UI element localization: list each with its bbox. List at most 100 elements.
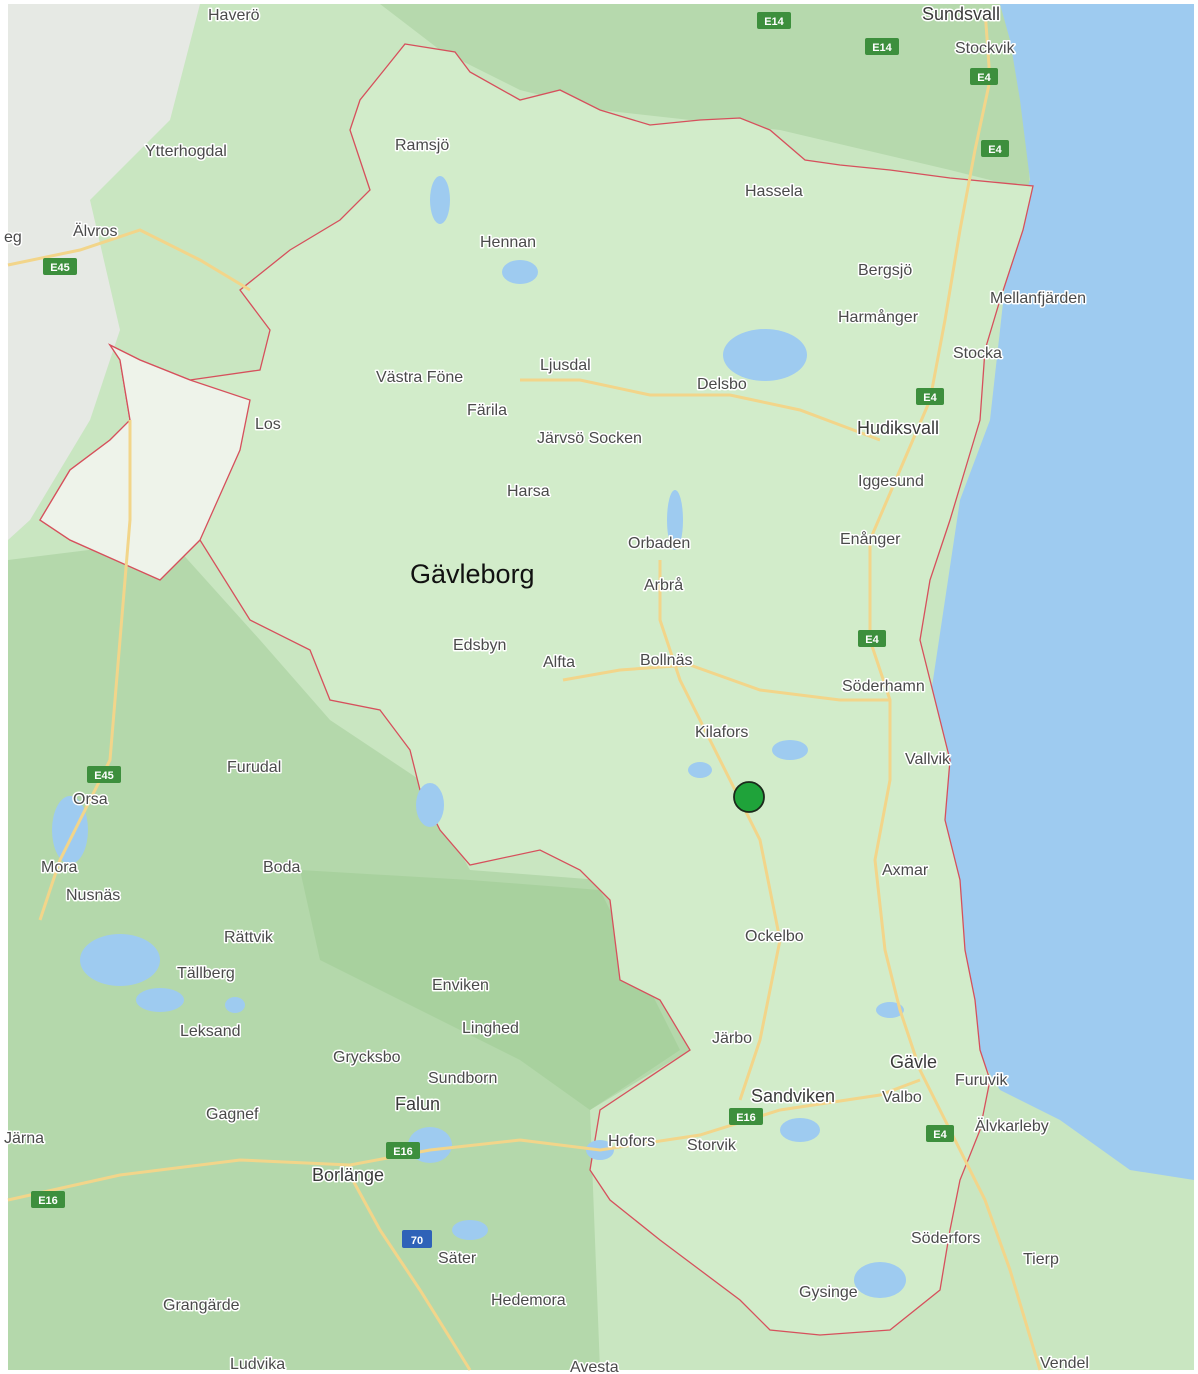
place-label-soderhamn[interactable]: Söderhamn	[841, 677, 927, 697]
place-label-alvros[interactable]: Älvros	[72, 221, 119, 242]
place-label-eg[interactable]: eg	[3, 228, 24, 248]
svg-text:E16: E16	[38, 1195, 58, 1207]
place-label-orsa[interactable]: Orsa	[72, 790, 110, 810]
shield-e16c: E16	[31, 1191, 65, 1208]
place-label-alfta[interactable]: Alfta	[542, 653, 577, 673]
svg-text:E4: E4	[865, 634, 879, 646]
place-label-avesta[interactable]: Avesta	[569, 1358, 621, 1374]
place-label-delsbo[interactable]: Delsbo	[696, 375, 749, 395]
place-label-ytterhogdal[interactable]: Ytterhogdal	[144, 142, 229, 162]
place-label-enanger[interactable]: Enånger	[839, 529, 903, 550]
place-label-edsbyn[interactable]: Edsbyn	[452, 636, 508, 656]
svg-text:E4: E4	[988, 144, 1002, 156]
place-label-los[interactable]: Los	[254, 415, 283, 435]
shield-e45b: E45	[87, 766, 121, 783]
forest-dala	[300, 870, 680, 1110]
place-label-bollnas[interactable]: Bollnäs	[639, 651, 694, 671]
place-label-hedemora[interactable]: Hedemora	[490, 1291, 568, 1311]
place-label-leksand[interactable]: Leksand	[179, 1022, 243, 1042]
svg-text:E4: E4	[977, 72, 991, 84]
place-label-furudal[interactable]: Furudal	[226, 758, 283, 778]
place-label-kilafors[interactable]: Kilafors	[694, 723, 750, 743]
place-label-rattvik[interactable]: Rättvik	[223, 928, 276, 948]
svg-text:70: 70	[411, 1235, 423, 1247]
place-label-jarbo[interactable]: Järbo	[711, 1029, 754, 1049]
place-label-arbra[interactable]: Arbrå	[643, 575, 685, 596]
place-label-gagnef[interactable]: Gagnef	[205, 1105, 261, 1125]
place-label-sundsvall[interactable]: Sundsvall	[921, 3, 1002, 26]
place-label-storvik[interactable]: Storvik	[686, 1136, 739, 1156]
svg-text:E45: E45	[94, 770, 114, 782]
sea	[930, 4, 1194, 1180]
shield-e4c: E4	[916, 388, 944, 405]
svg-text:E14: E14	[764, 16, 784, 28]
place-label-mellanfjarden[interactable]: Mellanfjärden	[989, 289, 1088, 309]
shield-e4d: E4	[858, 630, 886, 647]
place-label-gysinge[interactable]: Gysinge	[798, 1283, 860, 1303]
lakes	[52, 176, 906, 1298]
shield-e4e: E4	[926, 1125, 954, 1142]
road-shields: E14 E14 E4 E4 E45 E4 E4 E45 E16 E4 E16 E…	[31, 12, 1009, 1248]
place-label-tierp[interactable]: Tierp	[1022, 1250, 1061, 1270]
place-label-soderfors[interactable]: Söderfors	[910, 1229, 982, 1249]
place-label-tallberg[interactable]: Tällberg	[176, 964, 237, 984]
shield-e16a: E16	[729, 1108, 763, 1125]
place-label-ockelbo[interactable]: Ockelbo	[744, 927, 806, 947]
place-label-mora[interactable]: Mora	[40, 858, 80, 878]
svg-text:E4: E4	[933, 1129, 947, 1141]
place-label-vendel[interactable]: Vendel	[1039, 1354, 1091, 1374]
place-label-hudiksvall[interactable]: Hudiksvall	[856, 417, 941, 440]
region-label: Gävleborg	[410, 559, 535, 589]
place-label-harsa[interactable]: Harsa	[506, 482, 552, 502]
place-label-borlange[interactable]: Borlänge	[311, 1164, 386, 1187]
place-label-axmar[interactable]: Axmar	[881, 861, 931, 881]
place-label-sater[interactable]: Säter	[437, 1249, 479, 1269]
place-label-bergsjo[interactable]: Bergsjö	[857, 261, 914, 281]
svg-text:E45: E45	[50, 262, 70, 274]
shield-e14b: E14	[865, 38, 899, 55]
place-label-ludvika[interactable]: Ludvika	[229, 1355, 287, 1374]
place-label-grycksbo[interactable]: Grycksbo	[332, 1048, 403, 1068]
place-label-enviken[interactable]: Enviken	[431, 976, 491, 996]
svg-text:E4: E4	[923, 392, 937, 404]
place-label-valbo[interactable]: Valbo	[881, 1088, 924, 1108]
place-label-ramsjo[interactable]: Ramsjö	[394, 136, 451, 156]
place-label-jarna[interactable]: Järna	[3, 1129, 46, 1149]
place-label-falun[interactable]: Falun	[394, 1093, 442, 1116]
shield-e4b: E4	[981, 140, 1009, 157]
shield-e45a: E45	[43, 258, 77, 275]
shield-r70: 70	[402, 1230, 432, 1248]
shield-e16b: E16	[386, 1142, 420, 1159]
place-label-hofors[interactable]: Hofors	[607, 1132, 657, 1152]
shield-e14a: E14	[757, 12, 791, 29]
place-label-alvkarleby[interactable]: Älvkarleby	[974, 1116, 1051, 1137]
place-label-harmanger[interactable]: Harmånger	[837, 307, 921, 328]
place-label-boda[interactable]: Boda	[262, 858, 302, 878]
svg-text:E16: E16	[736, 1112, 756, 1124]
place-label-havero[interactable]: Haverö	[207, 6, 262, 26]
place-label-iggesund[interactable]: Iggesund	[857, 472, 926, 492]
place-label-nusnas[interactable]: Nusnäs	[65, 886, 122, 906]
place-label-hassela[interactable]: Hassela	[744, 182, 805, 202]
place-label-gavle[interactable]: Gävle	[889, 1051, 939, 1074]
place-label-farila[interactable]: Färila	[466, 401, 509, 421]
region-west-lobe	[39, 343, 251, 581]
place-label-sundborn[interactable]: Sundborn	[427, 1069, 499, 1089]
place-label-sandviken[interactable]: Sandviken	[750, 1085, 837, 1108]
location-marker[interactable]	[733, 781, 765, 813]
place-label-grangarde[interactable]: Grangärde	[162, 1296, 242, 1316]
place-label-vastrafone[interactable]: Västra Föne	[375, 368, 465, 388]
place-label-hennan[interactable]: Hennan	[479, 233, 538, 253]
place-label-orbaden[interactable]: Orbaden	[627, 534, 692, 554]
place-label-ljusdal[interactable]: Ljusdal	[539, 356, 593, 376]
place-label-furuvik[interactable]: Furuvik	[954, 1071, 1010, 1091]
upland-area	[8, 4, 200, 540]
place-label-vallvik[interactable]: Vallvik	[904, 750, 953, 770]
place-label-linghed[interactable]: Linghed	[461, 1019, 521, 1039]
place-label-stockvik[interactable]: Stockvik	[954, 39, 1018, 59]
shield-e4a: E4	[970, 68, 998, 85]
place-label-stocka[interactable]: Stocka	[952, 344, 1004, 364]
place-label-jarvso[interactable]: Järvsö Socken	[536, 429, 644, 449]
